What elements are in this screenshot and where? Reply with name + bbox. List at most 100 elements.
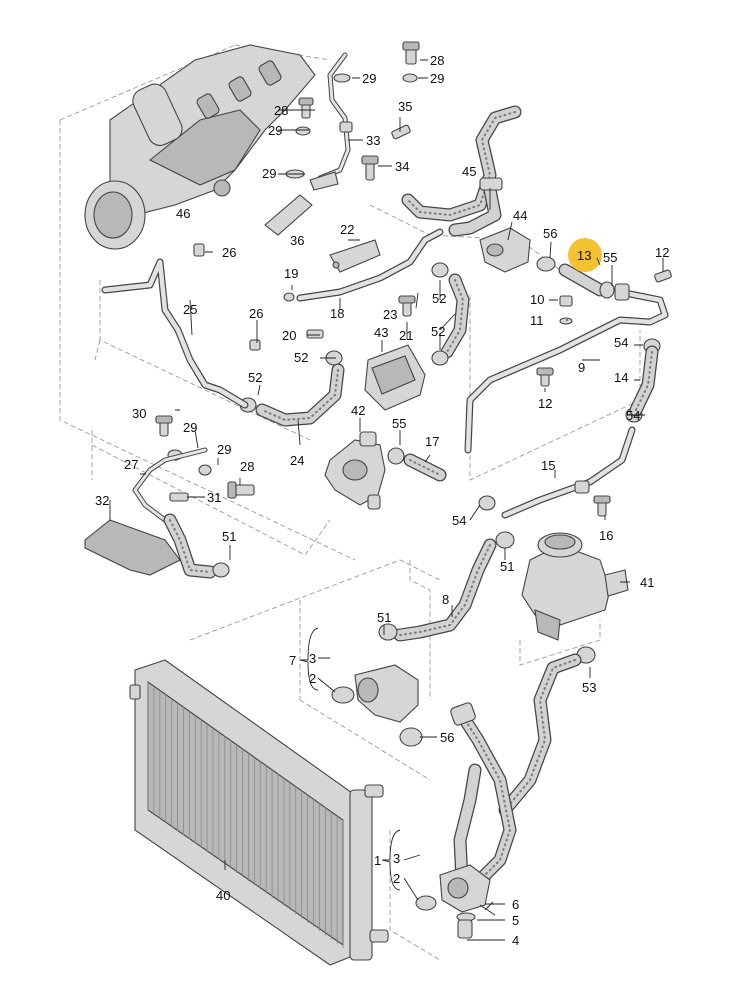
coolant-hose-45 (401, 105, 522, 237)
highlight-marker-13 (568, 238, 602, 272)
leader-lines (109, 59, 664, 941)
label-11: 11 (530, 313, 544, 328)
label-51: 51 (377, 610, 391, 625)
bolts-20-21-26 (193, 243, 416, 351)
label-53: 53 (582, 680, 596, 695)
clamp-55-hose-17 (387, 447, 447, 482)
label-55: 55 (603, 250, 617, 265)
label-24: 24 (290, 453, 304, 468)
label-31: 31 (207, 490, 221, 505)
label-32: 32 (95, 493, 109, 508)
label-51: 51 (500, 559, 514, 574)
label-35: 35 (398, 99, 412, 114)
label-20: 20 (282, 328, 296, 343)
label-15: 15 (541, 458, 555, 473)
turbocharger-manifold (84, 44, 316, 250)
label-46: 46 (176, 206, 190, 221)
label-28: 28 (274, 103, 288, 118)
label-2: 2 (393, 871, 400, 886)
label-29: 29 (362, 71, 376, 86)
label-52: 52 (248, 370, 262, 385)
label-2: 2 (309, 671, 316, 686)
coolant-hose-53 (498, 646, 596, 817)
label-56: 56 (440, 730, 454, 745)
label-54: 54 (452, 513, 466, 528)
label-16: 16 (599, 528, 613, 543)
label-30: 30 (132, 406, 146, 421)
label-54: 54 (614, 335, 628, 350)
label-9: 9 (578, 360, 585, 375)
label-56: 56 (543, 226, 557, 241)
label-13: 13 (577, 248, 591, 263)
coolant-pipe-18 (283, 228, 444, 302)
clamps-54 (478, 338, 661, 511)
label-18: 18 (330, 306, 344, 321)
expansion-tank-41 (521, 532, 629, 641)
label-28: 28 (240, 459, 254, 474)
radiator-hoses (450, 702, 517, 887)
radiator-fins (147, 682, 344, 948)
label-36: 36 (290, 233, 304, 248)
label-27: 27 (124, 457, 138, 472)
label-6: 6 (512, 897, 519, 912)
coolant-pipe-9 (464, 283, 669, 454)
clamp-56-lower (399, 727, 423, 747)
label-52: 52 (294, 350, 308, 365)
label-41: 41 (640, 575, 654, 590)
label-29: 29 (430, 71, 444, 86)
label-29: 29 (262, 166, 276, 181)
heat-shield-36 (264, 194, 313, 236)
label-17: 17 (425, 434, 439, 449)
label-5: 5 (512, 913, 519, 928)
turbo-oil-line (309, 52, 353, 191)
label-12: 12 (655, 245, 669, 260)
connector-7 (331, 623, 419, 723)
label-26: 26 (249, 306, 263, 321)
coolant-hose-51-left (163, 513, 230, 579)
label-54: 54 (626, 408, 640, 423)
label-7: 7 (289, 653, 296, 668)
label-28: 28 (430, 53, 444, 68)
oil-cooler-43 (364, 344, 426, 411)
bolt-16 (593, 495, 611, 517)
label-29: 29 (217, 442, 231, 457)
label-34: 34 (395, 159, 409, 174)
label-3: 3 (309, 651, 316, 666)
coolant-pipe-15 (501, 426, 636, 519)
coolant-pipe-25 (101, 258, 249, 409)
part-labels: 28 29 29 28 29 35 33 34 29 46 36 45 44 2… (95, 53, 669, 948)
label-51: 51 (222, 529, 236, 544)
label-14: 14 (614, 370, 628, 385)
label-8: 8 (442, 592, 449, 607)
label-19: 19 (284, 266, 298, 281)
fasteners-top (285, 41, 420, 181)
coolant-hose-23 (440, 273, 470, 359)
label-40: 40 (216, 888, 230, 903)
label-26: 26 (222, 245, 236, 260)
sensor-10-11 (559, 295, 573, 325)
label-23: 23 (383, 307, 397, 322)
gasket-32 (84, 519, 181, 576)
clamps-and-hose-13 (536, 256, 615, 299)
label-44: 44 (513, 208, 527, 223)
coolant-flange-44 (479, 227, 531, 273)
label-12: 12 (538, 396, 552, 411)
label-3: 3 (393, 851, 400, 866)
label-10: 10 (530, 292, 544, 307)
label-55: 55 (392, 416, 406, 431)
coolant-pipe-27 (132, 447, 208, 523)
bolts-12 (536, 269, 672, 387)
coolant-hose-24 (255, 363, 345, 427)
label-29: 29 (268, 123, 282, 138)
connector-1 (415, 864, 496, 939)
label-1: 1 (374, 853, 381, 868)
label-45: 45 (462, 164, 476, 179)
label-25: 25 (183, 302, 197, 317)
label-22: 22 (340, 222, 354, 237)
thermostat-housing-42 (324, 431, 386, 510)
label-52: 52 (432, 291, 446, 306)
bracket-22 (329, 239, 381, 273)
label-42: 42 (351, 403, 365, 418)
radiator-40 (129, 659, 389, 966)
